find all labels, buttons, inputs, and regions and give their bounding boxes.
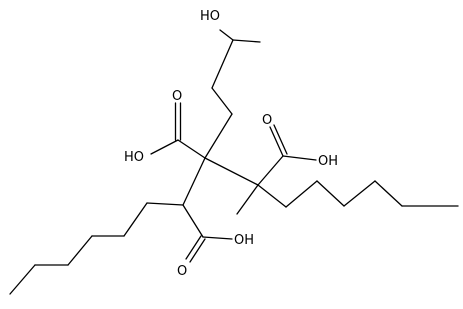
bond-lower-cooh-double-a <box>185 235 202 260</box>
bond-right-cooh-double-b <box>273 124 288 155</box>
bond-right-cooh <box>257 155 284 186</box>
atom-label-right-acid-oxygen: O <box>262 113 272 128</box>
bonds <box>9 29 459 295</box>
bond-hexyl-left-6 <box>9 264 36 295</box>
atom-label-hydroxyl: HO <box>200 9 220 24</box>
bond-hexyl-left-4 <box>67 235 93 266</box>
bond-hexyl-right-5 <box>374 180 403 207</box>
bond-ch-ch2 <box>211 39 234 89</box>
bond-ch-lower-cooh <box>182 204 204 238</box>
bond-right-methyl <box>236 184 259 215</box>
bond-hexyl-right-4 <box>343 180 376 207</box>
atom-label-upper-acid-oxygen: O <box>172 89 182 104</box>
bond-ch2-ch2 <box>211 87 233 115</box>
bond-right-cooh-double-a <box>269 126 284 157</box>
atom-label-lower-acid-hydroxyl: OH <box>234 233 254 248</box>
bond-quaternary-right <box>204 157 259 186</box>
bond-ch-methyl <box>232 39 261 43</box>
bond-ho-ch <box>219 29 234 41</box>
bond-hexyl-left-1 <box>146 202 184 206</box>
atom-label-right-acid-hydroxyl: OH <box>318 154 338 169</box>
bond-hexyl-right-3 <box>316 180 345 207</box>
bond-quaternary-ch <box>182 157 206 206</box>
bond-lower-cooh-double-b <box>189 238 206 263</box>
bond-quaternary-cooh <box>177 139 206 159</box>
bond-hexyl-left-2 <box>123 202 148 237</box>
bond-right-cooh-oh <box>282 155 317 161</box>
bond-ch2-quaternary <box>204 113 233 159</box>
bond-cooh-oh <box>150 139 179 155</box>
atom-label-lower-acid-oxygen: O <box>177 264 187 279</box>
bond-lower-cooh-oh <box>202 236 233 240</box>
bond-hexyl-right-2 <box>285 180 318 208</box>
atom-labels: HO O HO O OH O OH <box>124 9 338 279</box>
bond-hexyl-right-1 <box>257 184 287 208</box>
atom-label-upper-acid-hydroxyl: HO <box>124 150 144 165</box>
